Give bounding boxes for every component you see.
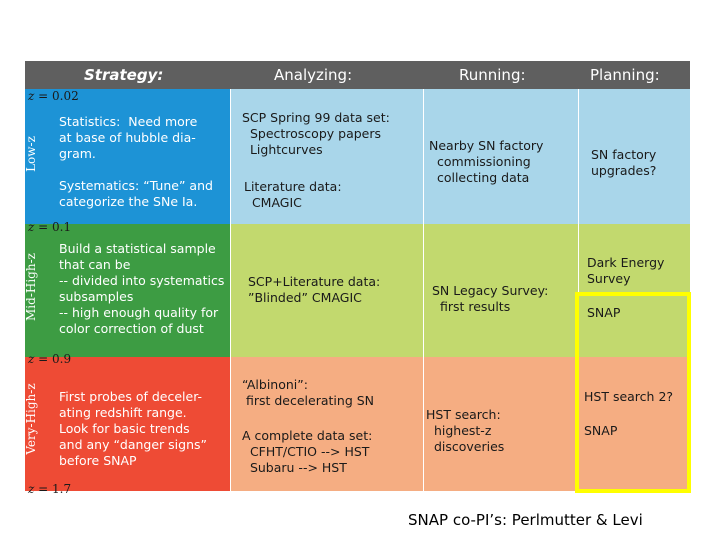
vh-analyzing-complete: A complete data set: CFHT/CTIO --> HST S… bbox=[242, 428, 373, 475]
table-header: Strategy: Analyzing: Running: Planning: bbox=[25, 61, 690, 89]
z-label-0-02: z = 0.02 bbox=[28, 89, 98, 103]
mid-analyzing-cell bbox=[230, 224, 423, 357]
z-symbol: z bbox=[28, 89, 35, 103]
low-analyzing-scp: SCP Spring 99 data set: Spectroscopy pap… bbox=[242, 110, 390, 157]
z-value: = 0.1 bbox=[38, 220, 72, 234]
low-analyzing-cell bbox=[230, 89, 423, 224]
column-divider bbox=[578, 224, 579, 357]
column-divider bbox=[423, 89, 424, 224]
column-divider bbox=[230, 224, 231, 357]
vh-planning-cell bbox=[578, 357, 690, 491]
mid-planning-des: Dark Energy Survey bbox=[587, 255, 665, 286]
low-planning-cell bbox=[578, 89, 690, 224]
footer-credit: SNAP co-PI’s: Perlmutter & Levi bbox=[408, 511, 643, 529]
z-symbol: z bbox=[28, 220, 35, 234]
side-label-low-z: Low-z bbox=[24, 136, 38, 172]
side-label-mid-high-z: Mid-High-z bbox=[24, 253, 38, 321]
low-planning-upgrades: SN factory upgrades? bbox=[591, 147, 657, 178]
column-divider bbox=[423, 357, 424, 491]
low-strategy-systematics: Systematics: “Tune” and categorize the S… bbox=[59, 178, 213, 209]
z-label-0-9: z = 0.9 bbox=[28, 352, 98, 366]
side-label-very-high-z: Very-High-z bbox=[24, 383, 38, 455]
low-analyzing-literature: Literature data: CMAGIC bbox=[244, 179, 342, 210]
column-divider bbox=[230, 89, 231, 224]
vh-strategy-cell bbox=[25, 357, 230, 491]
header-running: Running: bbox=[459, 66, 526, 84]
vh-analyzing-cell bbox=[230, 357, 423, 491]
mid-running-cell bbox=[423, 224, 578, 357]
column-divider bbox=[423, 224, 424, 357]
mid-analyzing-blinded: SCP+Literature data: ”Blinded” CMAGIC bbox=[248, 274, 381, 305]
vh-running-hst: HST search: highest-z discoveries bbox=[426, 407, 505, 454]
header-analyzing: Analyzing: bbox=[274, 66, 353, 84]
z-label-1-7: z = 1.7 bbox=[28, 482, 98, 496]
z-label-0-1: z = 0.1 bbox=[28, 220, 98, 234]
header-planning: Planning: bbox=[590, 66, 660, 84]
mid-running-legacy: SN Legacy Survey: first results bbox=[432, 283, 549, 314]
vh-strategy-probes: First probes of deceler- ating redshift … bbox=[59, 389, 208, 468]
z-value: = 0.02 bbox=[38, 89, 79, 103]
snap-highlight-box bbox=[575, 292, 691, 493]
header-strategy: Strategy: bbox=[84, 66, 164, 84]
low-running-cell bbox=[423, 89, 578, 224]
row-low-z bbox=[25, 89, 690, 224]
mid-planning-cell bbox=[578, 224, 690, 357]
mid-planning-snap: SNAP bbox=[587, 305, 621, 320]
z-value: = 0.9 bbox=[38, 352, 72, 366]
low-strategy-statistics: Statistics: Need more at base of hubble … bbox=[59, 114, 198, 161]
column-divider bbox=[230, 357, 231, 491]
vh-planning-hst2: HST search 2? bbox=[584, 389, 674, 404]
z-value: = 1.7 bbox=[38, 482, 72, 496]
vh-analyzing-albinoni: “Albinoni”: first decelerating SN bbox=[242, 377, 375, 408]
z-symbol: z bbox=[28, 482, 35, 496]
mid-strategy-sample: Build a statistical sample that can be -… bbox=[59, 241, 225, 336]
low-running-factory: Nearby SN factory commissioning collecti… bbox=[429, 138, 544, 185]
vh-planning-snap: SNAP bbox=[584, 423, 618, 438]
column-divider bbox=[578, 89, 579, 224]
z-symbol: z bbox=[28, 352, 35, 366]
row-mid-high-z bbox=[25, 224, 690, 357]
vh-running-cell bbox=[423, 357, 578, 491]
mid-strategy-cell bbox=[25, 224, 230, 357]
low-strategy-cell bbox=[25, 89, 230, 224]
